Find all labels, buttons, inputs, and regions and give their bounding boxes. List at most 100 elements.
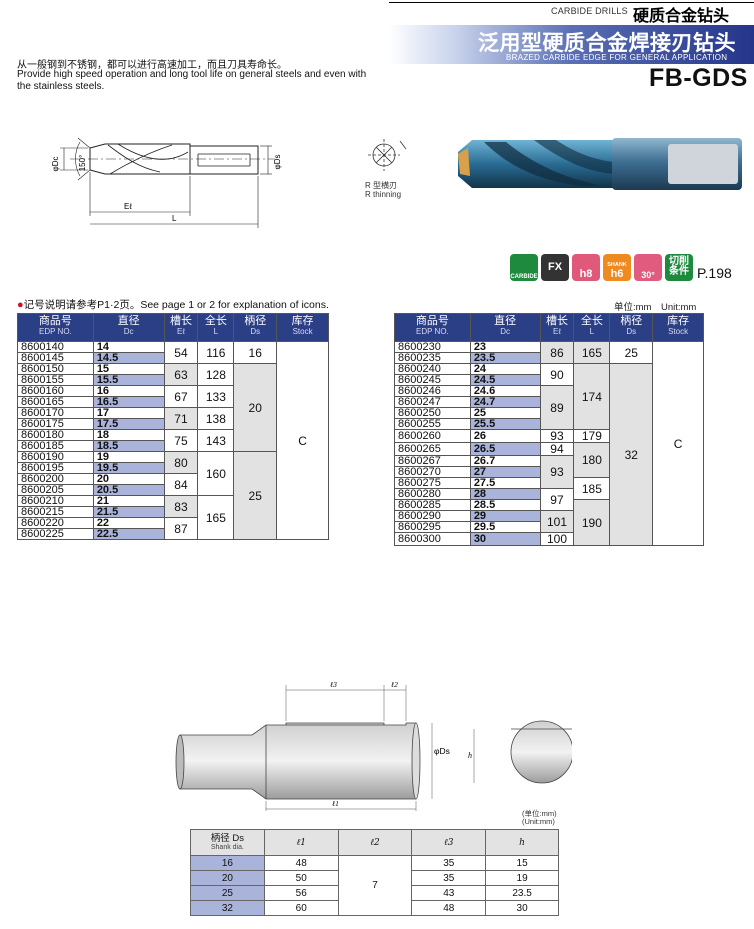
el-cell: 80 [163,451,199,474]
stock-cell: C [276,341,329,540]
dc-cell: 23.5 [469,352,541,364]
edp-cell: 8600225 [17,528,94,540]
edp-cell: 8600190 [17,451,94,463]
el-cell: 67 [163,385,199,408]
dc-cell: 18 [92,429,165,441]
dc-cell: 28 [469,488,541,500]
dc-cell: 16 [92,385,165,397]
edp-cell: 8600246 [394,385,471,397]
el-cell: 101 [539,510,575,533]
l1-label: ℓ1 [332,799,339,808]
shank-ds-cell: 20 [190,870,265,886]
dc-cell: 21 [92,495,165,507]
edp-cell: 8600265 [394,442,471,456]
shank-l3-cell: 48 [411,900,487,916]
l-cell: 190 [573,499,611,546]
cutting-condition-icon: 切削条件 [665,254,693,281]
model-code: FB-GDS [649,64,748,92]
dc-cell: 24 [469,363,541,375]
shank-h-cell: 15 [485,855,559,871]
unit-label-small: (单位:mm)(Unit:mm) [522,809,557,826]
dc-cell: 15 [92,363,165,375]
el-cell: 84 [163,473,199,496]
shank-header-l2: ℓ2 [337,829,413,856]
l-cell: 165 [197,495,235,540]
dc-cell: 17.5 [92,418,165,430]
edp-cell: 8600250 [394,407,471,419]
unit-label: 单位:mm Unit:mm [614,302,697,313]
dc-cell: 19.5 [92,462,165,474]
el-cell: 97 [539,488,575,511]
edp-cell: 8600215 [17,506,94,518]
dc-cell: 25.5 [469,418,541,430]
shank-ds-cell: 16 [190,855,265,871]
edp-cell: 8600220 [17,517,94,529]
ds-drawing-label: φDs [434,746,450,756]
stock-cell: C [652,341,704,546]
l-cell: 133 [197,385,235,408]
dc-cell: 18.5 [92,440,165,452]
shank-l1-cell: 60 [263,900,339,916]
edp-cell: 8600290 [394,510,471,522]
el-cell: 93 [539,429,575,443]
header-rule [389,2,754,3]
edp-cell: 8600160 [17,385,94,397]
dc-cell: 28.5 [469,499,541,511]
shank-l1-cell: 48 [263,855,339,871]
edp-cell: 8600295 [394,521,471,533]
edp-cell: 8600247 [394,396,471,408]
l-cell: 185 [573,477,611,500]
dc-cell: 29 [469,510,541,522]
page-reference: P.198 [697,265,732,281]
edp-cell: 8600210 [17,495,94,507]
l-cell: 138 [197,407,235,430]
l3-label: ℓ3 [330,680,337,689]
dc-cell: 19 [92,451,165,463]
drill-dimension-drawing: φDc 150° φDs Eℓ L [51,137,282,228]
dc-cell: 24.5 [469,374,541,386]
edp-cell: 8600145 [17,352,94,364]
l-cell: 165 [573,341,611,364]
edp-cell: 8600280 [394,488,471,500]
edp-cell: 8600275 [394,477,471,489]
edp-cell: 8600267 [394,455,471,467]
dc-cell: 20.5 [92,484,165,496]
l-cell: 180 [573,442,611,478]
angle-30-icon: 30° [634,254,662,281]
el-cell: 71 [163,407,199,430]
category-cn: 硬质合金钻头 [633,8,730,25]
shank-header-h: h [485,829,559,856]
angle-label: 150° [78,155,87,172]
edp-cell: 8600240 [394,363,471,375]
intro-en: Provide high speed operation and long to… [17,69,367,92]
shank-l3-cell: 35 [411,855,487,871]
edp-cell: 8600150 [17,363,94,375]
ds-cell: 32 [609,363,654,546]
h8-icon: h8 [572,254,600,281]
edp-cell: 8600175 [17,418,94,430]
icon-note: ●记号说明请参考P1·2页。See page 1 or 2 for explan… [17,297,329,312]
ds-cell: 25 [609,341,654,364]
el-cell: 93 [539,455,575,489]
shank-ds-cell: 32 [190,900,265,916]
product-title-en: BRAZED CARBIDE EDGE FOR GENERAL APPLICAT… [506,53,728,62]
